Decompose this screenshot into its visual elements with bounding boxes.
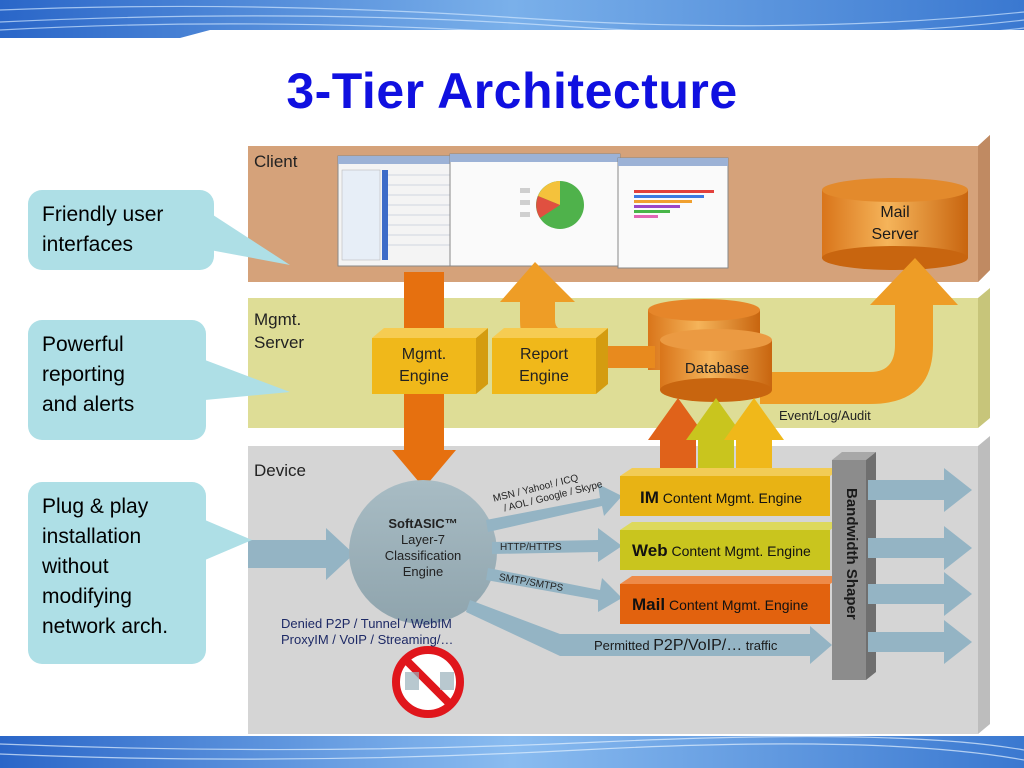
mail-server-cylinder (822, 178, 968, 270)
softasic-line4: Engine (402, 564, 444, 579)
callout-reporting: Powerful reporting and alerts (28, 320, 206, 440)
mail-server-line1: Mail (880, 204, 910, 221)
screenshot-thumbnails (337, 153, 729, 269)
callout-friendly-line1: Friendly user (42, 203, 164, 226)
callout-plug-line2: installation (42, 525, 142, 548)
denied-line1: Denied P2P / Tunnel / WebIM (281, 616, 452, 631)
callout-reporting-line3: and alerts (42, 393, 135, 416)
mail-engine-box (620, 576, 842, 624)
softasic-line2: Layer-7 (400, 532, 446, 547)
callout-pointer-friendly (210, 213, 290, 265)
softasic-label: SoftASIC™ Layer-7 Classification Engine (363, 516, 483, 580)
report-engine-line1: Report (519, 346, 569, 363)
database-label: Database (684, 360, 750, 377)
classification-flows (466, 484, 832, 664)
bandwidth-shaper-bar (832, 452, 876, 680)
callout-pointer-reporting (205, 360, 290, 400)
engine-db-link (595, 346, 655, 368)
tier-label-client: Client (254, 152, 298, 171)
mail-engine-label: Mail Content Mgmt. Engine (632, 595, 808, 615)
permitted-traffic-label: Permitted P2P/VoIP/… traffic (594, 637, 777, 655)
mini-bar-chart (634, 190, 714, 218)
softasic-engine (349, 480, 497, 624)
im-engine-rest: Content Mgmt. Engine (658, 490, 803, 506)
im-engine-box (620, 468, 842, 516)
mail-engine-name: Mail (632, 595, 666, 614)
db-to-mail-arrow (760, 258, 958, 404)
prohibited-icon (392, 646, 464, 718)
softasic-line3: Classification (384, 548, 462, 563)
callout-plug-line4: modifying (42, 585, 132, 608)
permitted-main: P2P/VoIP/… (653, 637, 743, 654)
callout-plug-line3: without (42, 555, 109, 578)
mgmt-engine-line2: Engine (399, 368, 449, 385)
tier-label-device: Device (254, 461, 306, 480)
report-engine-label: Report Engine (492, 344, 596, 388)
tier-label-mgmt-line1: Mgmt. (254, 310, 302, 329)
incoming-traffic-arrow (248, 528, 354, 580)
bottom-banner (0, 736, 1024, 768)
event-log-audit-label: Event/Log/Audit (779, 408, 871, 423)
softasic-line1: SoftASIC™ (388, 516, 458, 531)
mgmt-engine-box (372, 328, 488, 394)
denied-line2: ProxyIM / VoIP / Streaming/… (281, 632, 454, 647)
tier-label-mgmt-line2: Server (254, 333, 305, 352)
web-engine-label: Web Content Mgmt. Engine (632, 541, 811, 561)
web-engine-name: Web (632, 541, 668, 560)
mgmt-engine-label: Mgmt. Engine (372, 344, 476, 388)
permitted-prefix: Permitted (594, 638, 654, 653)
report-engine-line2: Engine (519, 368, 569, 385)
output-arrows (868, 468, 972, 664)
callout-plug: Plug & play installation without modifyi… (28, 482, 206, 664)
report-engine-box (492, 328, 608, 394)
callout-plug-line1: Plug & play (42, 495, 149, 518)
callout-plug-line5: network arch. (42, 615, 169, 638)
im-engine-name: IM (640, 488, 659, 507)
callout-reporting-line1: Powerful (42, 333, 124, 356)
callout-reporting-line2: reporting (42, 363, 125, 386)
database-cylinder (648, 299, 772, 402)
im-engine-label: IM Content Mgmt. Engine (640, 488, 802, 508)
tier-label-mgmt: Mgmt. Server (254, 308, 304, 354)
permitted-suffix: traffic (742, 638, 778, 653)
mail-server-line2: Server (871, 226, 919, 243)
denied-traffic-label: Denied P2P / Tunnel / WebIM ProxyIM / Vo… (281, 616, 453, 648)
callout-friendly-line2: interfaces (42, 233, 134, 256)
web-engine-rest: Content Mgmt. Engine (667, 543, 811, 559)
top-banner (0, 0, 1024, 38)
web-engine-box (620, 522, 842, 570)
callout-pointer-plug (205, 520, 252, 560)
mgmt-engine-line1: Mgmt. (401, 346, 447, 363)
page-title: 3-Tier Architecture (286, 63, 738, 119)
flow-web-label: HTTP/HTTPS (500, 542, 562, 553)
mail-engine-rest: Content Mgmt. Engine (665, 597, 809, 613)
callout-friendly: Friendly user interfaces (28, 190, 214, 270)
bandwidth-shaper-label: Bandwidth Shaper (843, 488, 860, 620)
mail-server-label: Mail Server (835, 202, 955, 246)
